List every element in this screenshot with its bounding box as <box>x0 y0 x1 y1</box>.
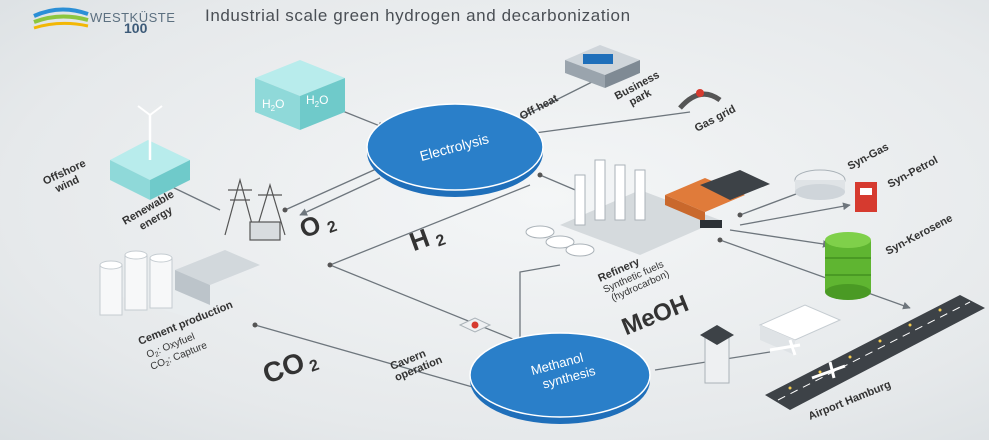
off-heat-label: Off heat <box>518 92 561 122</box>
airport-icon <box>700 295 985 410</box>
methanol-synthesis-node: Methanolsynthesis <box>469 332 651 424</box>
kerosene-barrel-icon <box>825 232 871 300</box>
gas-grid-label: Gas grid <box>693 103 738 135</box>
flow-dot <box>282 207 288 213</box>
flow-line-refinery-petrol <box>739 202 851 226</box>
logo-number: 100 <box>124 20 148 36</box>
flow-dot <box>252 322 258 328</box>
flow-dot <box>537 172 543 178</box>
syn-gas-tank-icon <box>794 169 846 200</box>
flow-dot <box>717 237 723 243</box>
airplane-icon <box>769 339 801 356</box>
gas-grid-icon <box>678 89 722 110</box>
airplane-icon <box>811 361 846 380</box>
flow-line-refinery-kerosene <box>729 229 831 248</box>
flow-line-h2-main <box>328 184 541 351</box>
power-transformer-icon <box>224 177 286 241</box>
business-park-icon <box>565 45 640 88</box>
runway-lights <box>788 308 942 390</box>
h2o-left-label: H2O <box>262 97 284 113</box>
flow-line-refinery-airport <box>719 239 911 310</box>
flow-dot <box>327 262 333 268</box>
flow-line-electrolysis-refinery <box>539 174 581 193</box>
o2-label: O2 <box>295 204 339 246</box>
flow-line-electrolysis-o2 <box>299 177 381 216</box>
water-box: H2O H2O <box>255 60 345 130</box>
cavern-icon <box>458 317 492 333</box>
syn-kerosene-label: Syn-Kerosene <box>884 212 955 257</box>
refinery-icon <box>525 159 770 257</box>
electrolysis-node: Electrolysis <box>366 103 544 197</box>
h2o-right-label: H2O <box>306 93 328 109</box>
meoh-label: MeOH <box>618 290 692 341</box>
syn-gas-label: Syn-Gas <box>846 141 891 173</box>
offshore-wind-label: Offshorewind <box>41 157 93 198</box>
flow-line-offshore-renewable <box>167 184 221 211</box>
syn-petrol-label: Syn-Petrol <box>886 154 940 190</box>
cavern-operation-label: Cavernoperation <box>389 343 445 384</box>
h2-label: H2 <box>405 217 448 259</box>
flow-line-water-electrolysis <box>339 109 386 130</box>
co2-label: CO2 <box>259 342 322 392</box>
flow-line-renewable-electrolysis <box>284 164 386 211</box>
flow-line-methanol-refinery <box>519 264 561 352</box>
cement-plant-icon <box>99 250 260 318</box>
offshore-wind-box <box>110 105 190 200</box>
westkueste-logo: WESTKÜSTE 100 <box>30 4 180 36</box>
logo-swoosh-icon <box>33 7 89 30</box>
fuel-pump-icon <box>855 182 877 212</box>
refinery-label: Refinery Synthetic fuels (hydrocarbon) <box>596 246 672 306</box>
logo-word: WESTKÜSTE <box>90 10 176 25</box>
flow-line-cement-co2 <box>254 324 491 394</box>
header: WESTKÜSTE 100 Industrial scale green hyd… <box>0 0 989 36</box>
flow-line-electrolysis-gasgrid <box>519 111 691 136</box>
page-title: Industrial scale green hydrogen and deca… <box>205 6 631 25</box>
flow-dot <box>737 212 743 218</box>
